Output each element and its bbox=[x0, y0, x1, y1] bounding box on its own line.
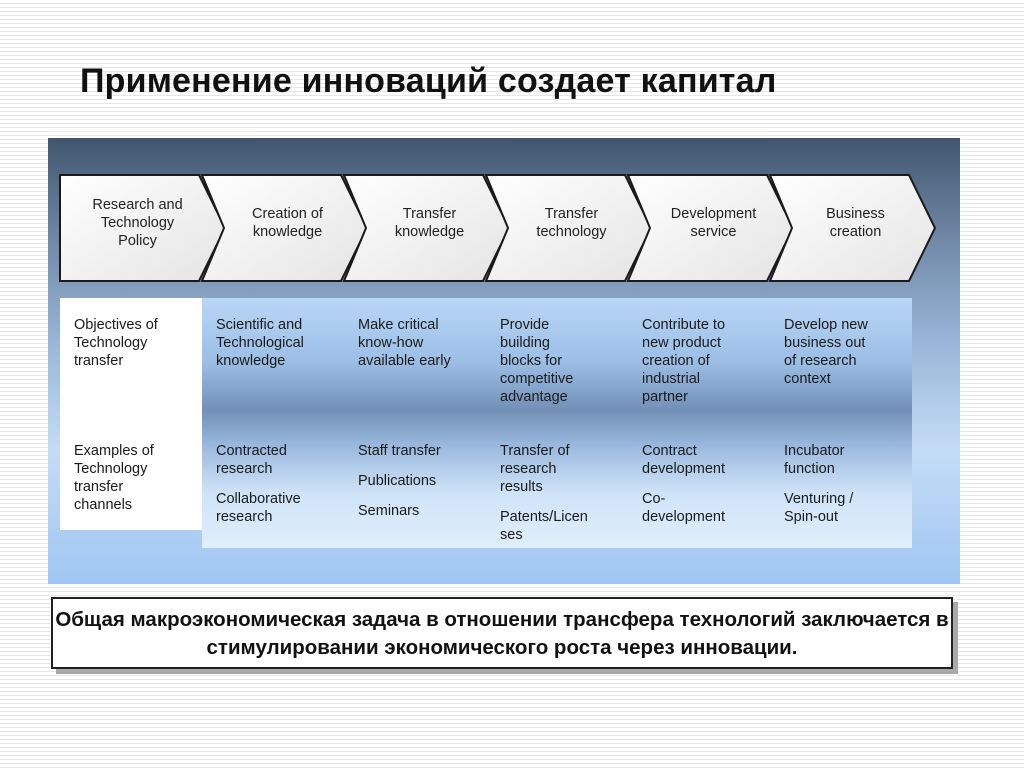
channel-item: Patents/Licen ses bbox=[500, 509, 588, 543]
stage-objective: Objectives of Technology transfer bbox=[74, 317, 158, 369]
stage-column: Contribute to new product creation of in… bbox=[628, 298, 770, 548]
stage-objective: Provide building blocks for competitive … bbox=[500, 317, 574, 405]
channel-item: Contracted research bbox=[216, 443, 287, 477]
page-title: Применение инноваций создает капитал bbox=[80, 62, 777, 100]
channel-item: Collaborative research bbox=[216, 491, 301, 525]
channel-item: Staff transfer bbox=[358, 443, 441, 459]
stage-label: Transfer knowledge bbox=[394, 206, 465, 240]
channel-item: Seminars bbox=[358, 503, 420, 519]
summary-note: Общая макроэкономическая задача в отноше… bbox=[51, 597, 953, 669]
channel-item: Incubator function bbox=[784, 443, 845, 477]
stage-objective: Contribute to new product creation of in… bbox=[642, 317, 726, 405]
stage-arrow bbox=[200, 174, 369, 282]
channel-item: Co- development bbox=[642, 491, 726, 525]
stage-arrow bbox=[626, 174, 795, 282]
stage-label: Creation of knowledge bbox=[252, 206, 323, 240]
technology-transfer-diagram: Research and Technology Policy Creation o… bbox=[48, 138, 960, 584]
stage-label: Development service bbox=[670, 206, 757, 240]
stage-arrow bbox=[342, 174, 511, 282]
stage-label: Business creation bbox=[826, 206, 885, 240]
stage-channels: Examples of Technology transfer channels bbox=[74, 442, 196, 514]
channel-item: Publications bbox=[358, 473, 437, 489]
stage-objective: Develop new business out of research con… bbox=[784, 317, 868, 387]
channel-item: Transfer of research results bbox=[500, 443, 570, 495]
stage-arrow bbox=[768, 174, 937, 282]
stage-column: Provide building blocks for competitive … bbox=[486, 298, 628, 548]
channel-item: Contract development bbox=[642, 443, 726, 477]
stage-label: Transfer technology bbox=[536, 206, 607, 240]
channel-item: Examples of Technology transfer channels bbox=[74, 443, 154, 513]
stage-objective: Scientific and Technological knowledge bbox=[216, 317, 304, 369]
process-arrows bbox=[59, 174, 937, 282]
stage-objective: Make critical know-how available early bbox=[358, 317, 451, 369]
stage-arrow bbox=[484, 174, 653, 282]
stage-column: Develop new business out of research con… bbox=[770, 298, 912, 548]
stage-label: Research and Technology Policy bbox=[92, 197, 183, 249]
channel-item: Venturing / Spin-out bbox=[784, 491, 854, 525]
